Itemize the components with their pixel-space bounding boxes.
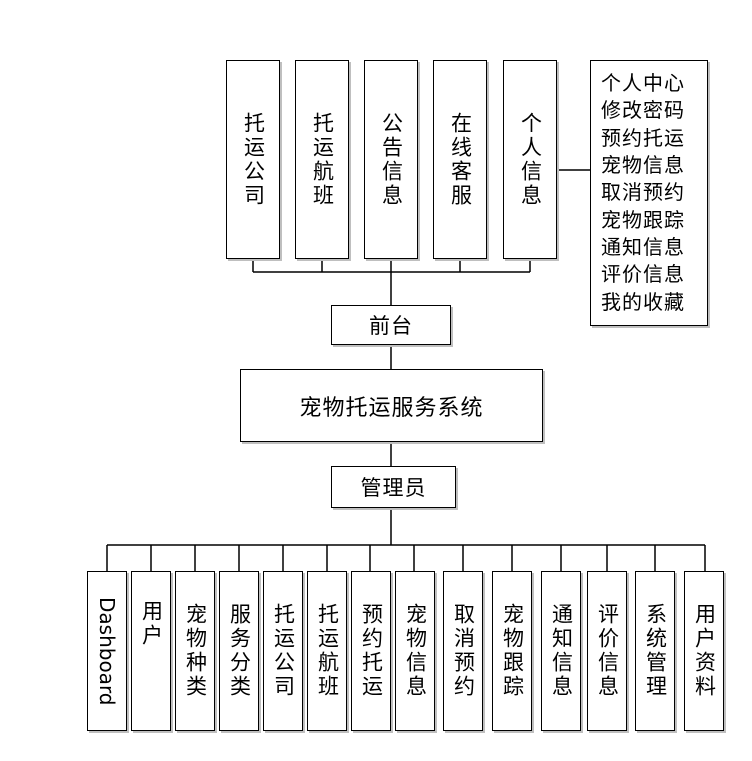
admin-module-pet-tracking: 宠物跟踪	[492, 571, 532, 731]
submenu-item: 宠物信息	[601, 153, 685, 178]
admin-module-pet-category: 宠物种类	[175, 571, 215, 731]
admin-module-cancel-booking: 取消预约	[443, 571, 483, 731]
admin-module-booking: 预约托运	[351, 571, 391, 731]
admin-module-system-management: 系统管理	[635, 571, 675, 731]
admin-module-shipping-flight: 托运航班	[307, 571, 347, 731]
admin-module-reviews: 评价信息	[587, 571, 627, 731]
admin-node: 管理员	[331, 466, 456, 508]
front-module-personal-info: 个人信息	[503, 60, 557, 259]
submenu-item: 修改密码	[601, 98, 685, 123]
frontend-node: 前台	[331, 305, 451, 345]
submenu-item: 个人中心	[601, 71, 685, 96]
submenu-item: 评价信息	[601, 262, 685, 287]
front-module-shipping-flight: 托运航班	[295, 60, 349, 259]
admin-module-user-profile: 用户资料	[684, 571, 724, 731]
submenu-item: 通知信息	[601, 234, 685, 259]
personal-info-submenu: 个人中心 修改密码 预约托运 宠物信息 取消预约 宠物跟踪 通知信息 评价信息 …	[590, 60, 708, 326]
system-root-node: 宠物托运服务系统	[240, 369, 543, 442]
submenu-item: 取消预约	[601, 180, 685, 205]
submenu-item: 宠物跟踪	[601, 207, 685, 232]
front-module-shipping-company: 托运公司	[226, 60, 280, 259]
admin-module-dashboard: Dashboard	[87, 571, 127, 731]
admin-module-user: 用户	[131, 571, 171, 731]
submenu-item: 我的收藏	[601, 289, 685, 314]
front-module-announcements: 公告信息	[364, 60, 418, 259]
admin-module-service-category: 服务分类	[219, 571, 259, 731]
admin-module-notifications: 通知信息	[541, 571, 581, 731]
submenu-item: 预约托运	[601, 125, 685, 150]
front-module-online-service: 在线客服	[433, 60, 487, 259]
admin-module-pet-info: 宠物信息	[395, 571, 435, 731]
admin-module-shipping-company: 托运公司	[263, 571, 303, 731]
